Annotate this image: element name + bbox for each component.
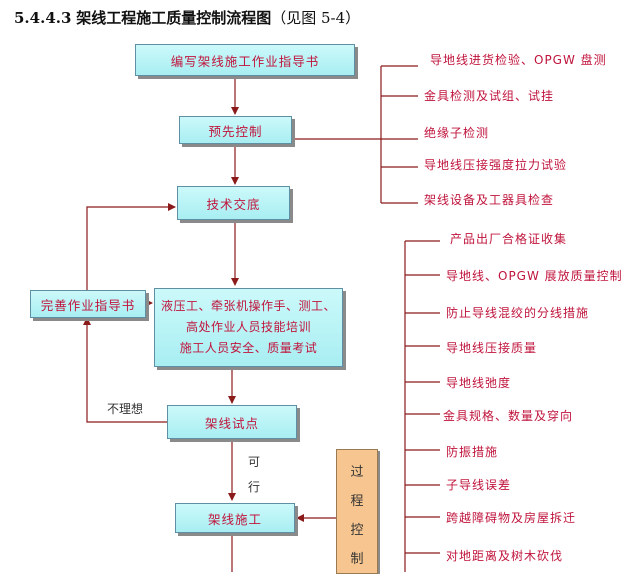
- process-control-item: 子导线误差: [446, 478, 512, 492]
- process-control-box: 过 程 控 制: [336, 449, 378, 574]
- flow-step-write-guide-label: 编写架线施工作业指导书: [170, 53, 320, 69]
- label-not-ideal: 不理想: [107, 402, 144, 416]
- section-heading: 架线工程施工质量控制流程图: [76, 9, 272, 27]
- flow-step-construction: 架线施工: [175, 503, 295, 533]
- flow-step-improve-guide: 完善作业指导书: [30, 290, 146, 318]
- section-figure-ref: （见图 5-4）: [271, 9, 361, 27]
- process-control-item: 防止导线混绞的分线措施: [446, 306, 590, 320]
- process-control-char: 控: [350, 523, 364, 538]
- process-control-item: 产品出厂合格证收集: [450, 232, 568, 246]
- process-control-item: 导地线、OPGW 展放质量控制: [446, 269, 623, 283]
- process-control-item: 对地距离及树木砍伐: [446, 549, 564, 563]
- flow-step-pre-control: 预先控制: [179, 116, 292, 144]
- process-control-item: 导地线压接质量: [446, 341, 538, 355]
- flow-step-trial-label: 架线试点: [204, 415, 259, 431]
- flow-step-write-guide: 编写架线施工作业指导书: [135, 44, 355, 76]
- pre-control-item: 绝缘子检测: [424, 126, 490, 140]
- pre-control-item: 架线设备及工器具检查: [424, 193, 555, 207]
- label-feasible: 可 行: [247, 450, 261, 500]
- process-control-item: 导地线弛度: [446, 376, 512, 390]
- section-number: 5.4.4.3: [14, 9, 72, 27]
- section-title: 5.4.4.3 架线工程施工质量控制流程图（见图 5-4）: [14, 7, 360, 28]
- flow-step-training-line-2: 高处作业人员技能培训: [185, 320, 311, 334]
- flow-step-training-line-3: 施工人员安全、质量考试: [179, 341, 318, 355]
- pre-control-item: 导地线压接强度拉力试验: [424, 158, 568, 172]
- arrow-improve-to-step3: [86, 203, 176, 290]
- process-control-item: 跨越障碍物及房屋拆迁: [446, 511, 577, 525]
- process-control-char: 制: [350, 552, 364, 567]
- flow-step-training: 液压工、牵张机操作手、测工、 高处作业人员技能培训 施工人员安全、质量考试: [154, 288, 343, 367]
- label-feasible-char-2: 行: [247, 480, 260, 494]
- flow-step-training-line-1: 液压工、牵张机操作手、测工、: [160, 299, 336, 313]
- pre-control-item: 导地线进货检验、OPGW 盘测: [430, 53, 607, 67]
- flow-step-pre-control-label: 预先控制: [208, 123, 263, 139]
- flow-step-tech-briefing-label: 技术交底: [206, 196, 261, 212]
- flow-step-tech-briefing: 技术交底: [177, 186, 290, 220]
- flow-step-improve-guide-label: 完善作业指导书: [40, 297, 136, 313]
- arrow-not-ideal: [83, 317, 167, 423]
- label-feasible-char-1: 可: [247, 455, 260, 469]
- pre-control-item: 金具检测及试组、试挂: [424, 89, 555, 103]
- process-control-item: 防振措施: [446, 445, 499, 459]
- process-control-char: 过: [350, 465, 364, 480]
- flow-step-construction-label: 架线施工: [207, 511, 262, 527]
- flow-step-trial: 架线试点: [167, 405, 297, 439]
- process-control-char: 程: [350, 494, 364, 509]
- process-control-item: 金具规格、数量及穿向: [443, 409, 574, 423]
